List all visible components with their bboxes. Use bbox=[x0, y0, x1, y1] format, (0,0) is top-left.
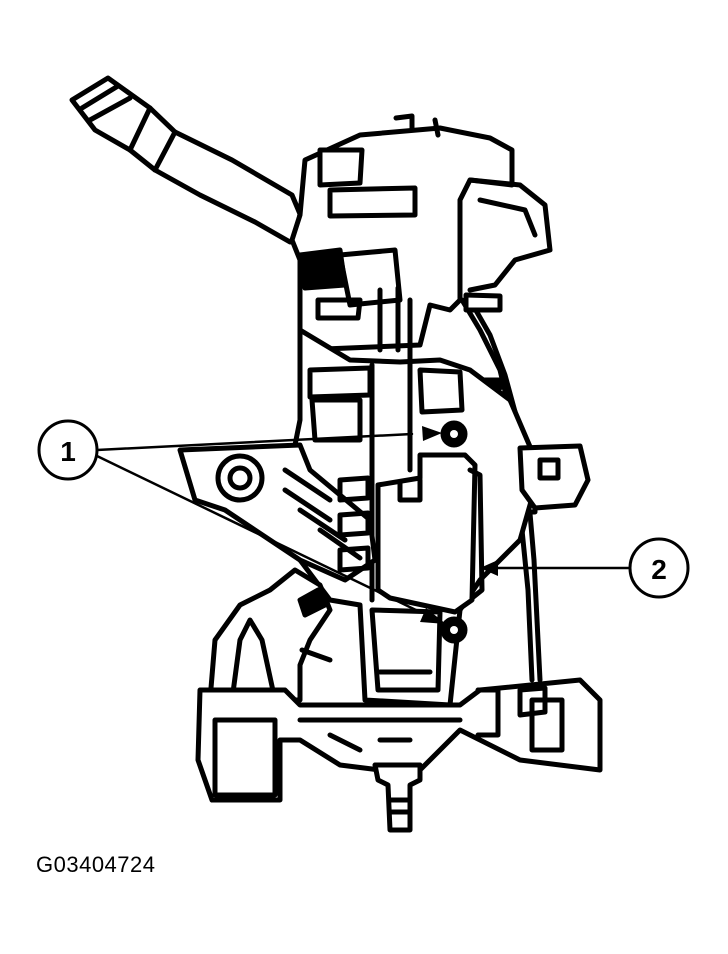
steering-shaft bbox=[372, 762, 423, 833]
callout-1: 1 bbox=[37, 419, 99, 481]
callout-2-number: 2 bbox=[651, 554, 667, 585]
callout-2: 2 bbox=[628, 537, 690, 599]
mounting-flange-right bbox=[517, 443, 591, 511]
fastening-screws bbox=[440, 420, 468, 644]
multifunction-lever bbox=[69, 75, 303, 245]
figure-id-label: G03404724 bbox=[36, 852, 156, 877]
callout-1-leader-upper bbox=[95, 432, 414, 452]
callout-1-arrowhead-lower bbox=[420, 608, 446, 624]
lower-housing-left bbox=[207, 567, 333, 703]
callout-2-arrowhead bbox=[480, 560, 498, 576]
callout-1-number: 1 bbox=[60, 436, 76, 467]
base-plate bbox=[195, 677, 603, 803]
callout-1-leader-lower bbox=[95, 454, 422, 614]
callout-1-arrowhead-upper bbox=[422, 426, 442, 441]
switch-housing bbox=[289, 113, 515, 363]
mounting-flange-left bbox=[177, 442, 378, 583]
